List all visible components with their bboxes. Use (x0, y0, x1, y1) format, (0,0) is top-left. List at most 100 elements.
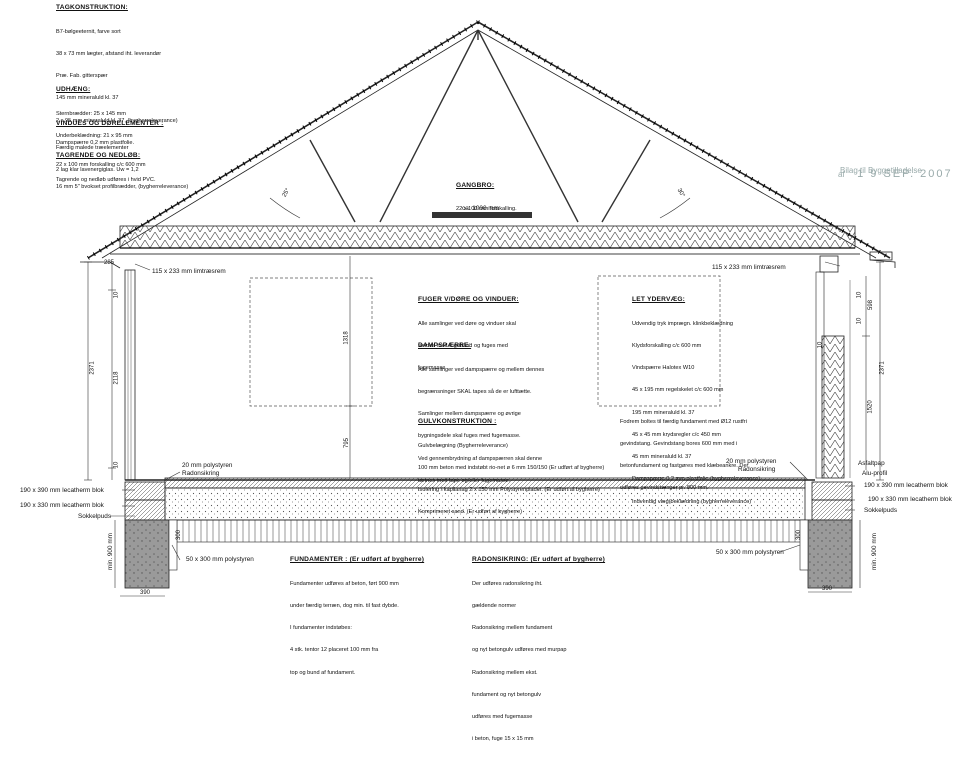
vindues-title: VINDUES OG DØRELEMENTER : (56, 120, 164, 127)
fundamenter-line: under færdig terræn, dog min. til fast d… (290, 603, 399, 610)
lintrem-left-label: 115 x 233 mm limtræsrem (152, 268, 226, 275)
dimension-lines (84, 256, 884, 597)
polystyren20-right-label: 20 mm polystyren (726, 458, 777, 465)
lintrem-right-label: 115 x 233 mm limtræsrem (712, 264, 786, 271)
dim-300-a: 300 (176, 529, 183, 541)
dim-1520: 1520 (867, 400, 874, 414)
gulv-line: Gulvbelægning (Bygherreleverance) (418, 442, 508, 449)
lecatherm390-right-label: 190 x 390 mm lecatherm blok (864, 482, 948, 489)
tag-lines: B7-bølgeeternit, farve sort 38 x 73 mm l… (56, 14, 188, 207)
lecatherm330-left-label: 190 x 330 mm lecatherm blok (20, 502, 104, 509)
tagrende-line: Tagrende og nedløb udføres i hvid PVC. (56, 176, 156, 183)
tag-line: 2 x 95 mm mineraluld kl. 37, (bygherrele… (56, 117, 178, 124)
stamp-text: Bilag til Byggetilladelse (840, 166, 922, 175)
dim-285: 285 (104, 260, 115, 266)
gulv-line: 100 mm beton med indstøbt rio-net ø 6 mm… (418, 465, 605, 472)
damp-line: bygningsdele skal fuges med fugemasse. (418, 433, 521, 440)
ydervaeg-line: Vindspærre Halotex W10 (632, 365, 695, 372)
tag-line: 145 mm mineraluld kl. 37 (56, 95, 119, 102)
damp-title: DAMPSPÆRRE: (418, 342, 472, 349)
gulv-section: GULVKONSTRUKTION : Gulvbelægning (Bygher… (418, 418, 604, 532)
vindues-section: VINDUES OG DØRELEMENTER : Færdig malede … (56, 120, 164, 189)
radon-line: og nyt betongulv udføres med murpap (472, 647, 567, 654)
radon-title: RADONSIKRING: (Er udført af bygherre) (472, 556, 606, 563)
stamp-prefix: af (838, 170, 845, 179)
dim-10-a: 10 (113, 291, 120, 299)
damp-line: tætnes med tape og/eller fugemasse. (418, 477, 511, 484)
sokkelpuds-left-label: Sokkelpuds (78, 513, 112, 520)
udhaeng-section: UDHÆNG: Sternbrædder: 25 x 145 mm Underb… (56, 86, 133, 155)
vindues-line: Færdig malede træelementer (56, 144, 129, 151)
dim-300-b: 300 (796, 529, 803, 541)
truss-webs (309, 29, 651, 223)
ydervaeg-line: Dampspærre 0,2 mm plastfolie (bygherrele… (632, 476, 761, 483)
left-wall (124, 269, 136, 481)
tag-line: Præ. Fab. gitterspær (56, 73, 108, 80)
fuger-line: fugemasse (418, 365, 446, 372)
ydervaeg-section: LET YDERVÆG: Udvendig tryk imprægn. klin… (632, 296, 760, 521)
gulv-line: Isolering / kapilarlag 2 x 150 mm Polyst… (418, 487, 600, 494)
radon-line: udføres med fugemasse (472, 714, 533, 721)
lecatherm330-right-label: 190 x 330 mm lecatherm blok (868, 496, 952, 503)
fodrem-line: udføres gevindstænger pr. 800 mm. (620, 485, 709, 492)
udhaeng-line: Sternbrædder: 25 x 145 mm (56, 110, 126, 117)
dim-10-e: 10 (817, 341, 824, 349)
polystyren50-right-label: 50 x 300 mm polystyren (716, 549, 784, 556)
floor-slab (125, 477, 815, 543)
section-drawing (80, 20, 896, 597)
ydervaeg-title: LET YDERVÆG: (632, 296, 686, 303)
approval-stamp: Bilag til Byggetilladelse (840, 148, 922, 184)
fundamenter-section: FUNDAMENTER : (Er udført af bygherre) Fu… (290, 556, 424, 692)
fundamenter-title: FUNDAMENTER : (Er udført af bygherre) (290, 556, 425, 563)
sokkelpuds-right-label: Sokkelpuds (864, 507, 898, 514)
vindues-line: 2 lag klar lavenergiglas. Uw = 1,2 (56, 167, 139, 174)
dim-598: 598 (868, 299, 875, 311)
gangbro-title: GANGBRO: (456, 182, 495, 189)
dim-2371-left: 2371 (89, 361, 96, 375)
dim-10-b: 10 (113, 461, 120, 469)
damp-line: Samlinger mellem dampspærre og øvrige (418, 411, 521, 418)
fundamenter-line: 4 stk. tentor 12 placeret 100 mm fra (290, 647, 379, 654)
fodrem-section: Fodrem boltes til færdig fundament med Ø… (620, 404, 748, 500)
fuger-line: Alle samlinger ved døre og vinduer skal (418, 320, 516, 327)
gulv-line: Komprimeret sand. (Er udført af bygherre… (418, 509, 523, 516)
asfaltpap-label: Asfaltpap (858, 460, 885, 467)
radon-line: Radonsikring mellem ekst. (472, 669, 538, 676)
tag-line: 16 mm 5" bvokset profilbrædder, (bygherr… (56, 184, 189, 191)
lecatherm390-left-label: 190 x 390 mm lecatherm blok (20, 487, 104, 494)
radon-section: RADONSIKRING: (Er udført af bygherre) De… (472, 556, 605, 759)
dim-795: 795 (344, 437, 351, 449)
ydervaeg-line: 45 x 195 mm regelskelet c/c 600 mm (632, 387, 724, 394)
tag-line: Dampspærre 0,2 mm plastfolie. (56, 139, 135, 146)
stamp-date-row: af 1 9 SEP. 2007 (838, 164, 953, 182)
ydervaeg-line: 45 x 45 mm krydsregler c/c 450 mm (632, 431, 721, 438)
radonsikring-left-label: Radonsikring (182, 470, 220, 477)
foundation-left (124, 481, 178, 589)
ydervaeg-line: 195 mm mineraluld kl. 37 (632, 409, 695, 416)
tag-line: 38 x 73 mm lægter, afstand iht. leverand… (56, 51, 162, 58)
radonsikring-right-label: Radonsikring (738, 466, 776, 473)
gangbro-section: GANGBRO: 22 x 100 mm forskalling. (456, 182, 517, 228)
polystyren50-left-label: 50 x 300 mm polystyren (186, 556, 254, 563)
fundamenter-line: Fundamenter udføres af beton, ført 900 m… (290, 580, 399, 587)
foundation-right (799, 481, 853, 589)
ydervaeg-line: 45 mm mineraluld kl. 37 (632, 454, 692, 461)
damp-line: Alle samlinger ved dampspærre og mellem … (418, 366, 545, 373)
fodrem-line: gevindstang. Gevindstang bores 600 mm me… (620, 441, 738, 448)
dim-10-c: 10 (856, 291, 863, 299)
ca1000-label: ca. 1000 mm (462, 205, 499, 212)
fodrem-line: betonfundament og fastgøres med klæbeank… (620, 463, 749, 470)
radon-line: gældende normer (472, 603, 517, 610)
damp-line: Ved gennembrydning af dampspærren skal d… (418, 455, 543, 462)
right-wall (815, 255, 851, 479)
fuger-line: tætnes med fugebånd og fuges med (418, 343, 508, 350)
min900-right-label: min. 900 mm (870, 533, 878, 570)
tag-section: TAGKONSTRUKTION: B7-bølgeeternit, farve … (56, 4, 188, 207)
damp-section: DAMPSPÆRRE: Alle samlinger ved dampspærr… (418, 342, 544, 500)
radon-line: Radonsikring mellem fundament (472, 625, 553, 632)
dim-390-right: 390 (822, 586, 833, 592)
damp-line: begrænsninger SKAL tapes så de er lufttæ… (418, 389, 532, 396)
polystyren20-left-label: 20 mm polystyren (182, 462, 233, 469)
radon-line: Der udføres radonsikring iht. (472, 580, 543, 587)
radon-line: i beton, fuge 15 x 15 mm (472, 736, 534, 743)
